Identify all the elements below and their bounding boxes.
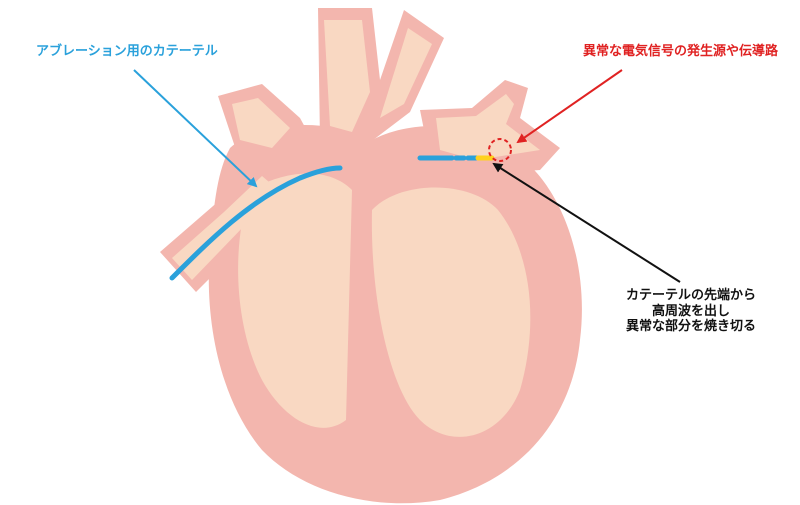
catheter-body-left	[169, 165, 343, 281]
tip-label-line-2: 高周波を出し	[651, 303, 730, 319]
callout-arrow-source	[516, 69, 623, 144]
callout-arrow-catheter	[133, 69, 258, 188]
callout-arrow-tip	[492, 162, 681, 283]
heart-inner	[172, 20, 540, 437]
catheter-label: アブレーション用のカテーテル	[36, 44, 218, 59]
catheter-tip-label: カテーテルの先端から 高周波を出し 異常な部分を焼き切る	[596, 288, 786, 335]
tip-label-line-1: カテーテルの先端から	[625, 288, 756, 303]
tip-label-line-3: 異常な部分を焼き切る	[625, 319, 756, 335]
abnormal-source-label: 異常な電気信号の発生源や伝導路	[582, 44, 778, 59]
abnormal-source-marker	[488, 138, 512, 162]
